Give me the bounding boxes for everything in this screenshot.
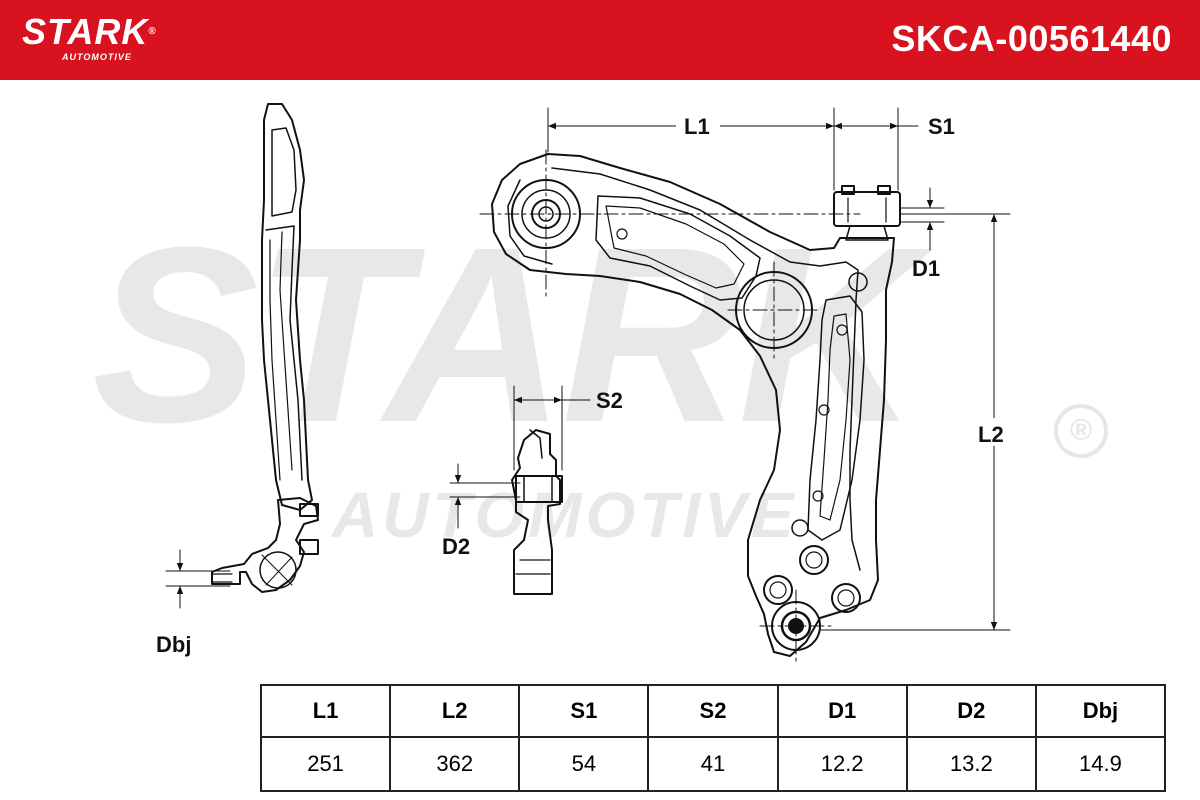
- d1-dimension: [899, 187, 945, 251]
- spec-value-cell: 12.2: [776, 736, 908, 792]
- spec-value-cell: 251: [259, 736, 392, 792]
- spec-header-cell: Dbj: [1034, 684, 1167, 738]
- spec-value-cell: 54: [518, 736, 650, 792]
- brand-logo: STARK® AUTOMOTIVE: [22, 11, 157, 63]
- center-lines: [479, 149, 861, 665]
- brand-name: STARK®: [22, 11, 157, 52]
- dbj-dimension: [165, 549, 231, 609]
- spec-table-value-row: 251 362 54 41 12.2 13.2 14.9: [259, 736, 1167, 792]
- label-d2: D2: [442, 534, 470, 559]
- l1-s1-dimension: [547, 107, 919, 191]
- label-l2: L2: [978, 422, 1004, 447]
- spec-value-cell: 13.2: [905, 736, 1037, 792]
- label-l1: L1: [684, 114, 710, 139]
- label-s2: S2: [596, 388, 623, 413]
- spec-table: L1 L2 S1 S2 D1 D2 Dbj 251 362 54 41 12.2…: [259, 684, 1167, 792]
- spec-header-cell: S1: [518, 684, 650, 738]
- label-s1: S1: [928, 114, 955, 139]
- control-arm-main-view: [491, 153, 901, 657]
- spec-header-cell: S2: [647, 684, 779, 738]
- spec-value-cell: 14.9: [1034, 736, 1167, 792]
- spec-header-cell: L1: [259, 684, 392, 738]
- s2-dimension: [513, 385, 591, 471]
- bushing-detail-view: [511, 429, 563, 595]
- brand-subtitle: AUTOMOTIVE: [62, 52, 132, 62]
- label-d1: D1: [912, 256, 940, 281]
- spec-value-cell: 362: [389, 736, 521, 792]
- spec-table-header-row: L1 L2 S1 S2 D1 D2 Dbj: [259, 684, 1167, 738]
- d2-dimension: [449, 463, 521, 529]
- watermark-registered-mark: ®: [1054, 404, 1108, 458]
- technical-drawing: L1 S1 D1 L2 S2 D2 Dbj: [156, 103, 1012, 665]
- label-dbj: Dbj: [156, 632, 191, 657]
- header-bar: STARK® AUTOMOTIVE SKCA-00561440: [0, 0, 1200, 80]
- spec-header-cell: D2: [905, 684, 1037, 738]
- part-number: SKCA-00561440: [891, 18, 1172, 59]
- side-view-arm: [211, 103, 319, 593]
- spec-header-cell: L2: [389, 684, 521, 738]
- spec-header-cell: D1: [776, 684, 908, 738]
- spec-value-cell: 41: [647, 736, 779, 792]
